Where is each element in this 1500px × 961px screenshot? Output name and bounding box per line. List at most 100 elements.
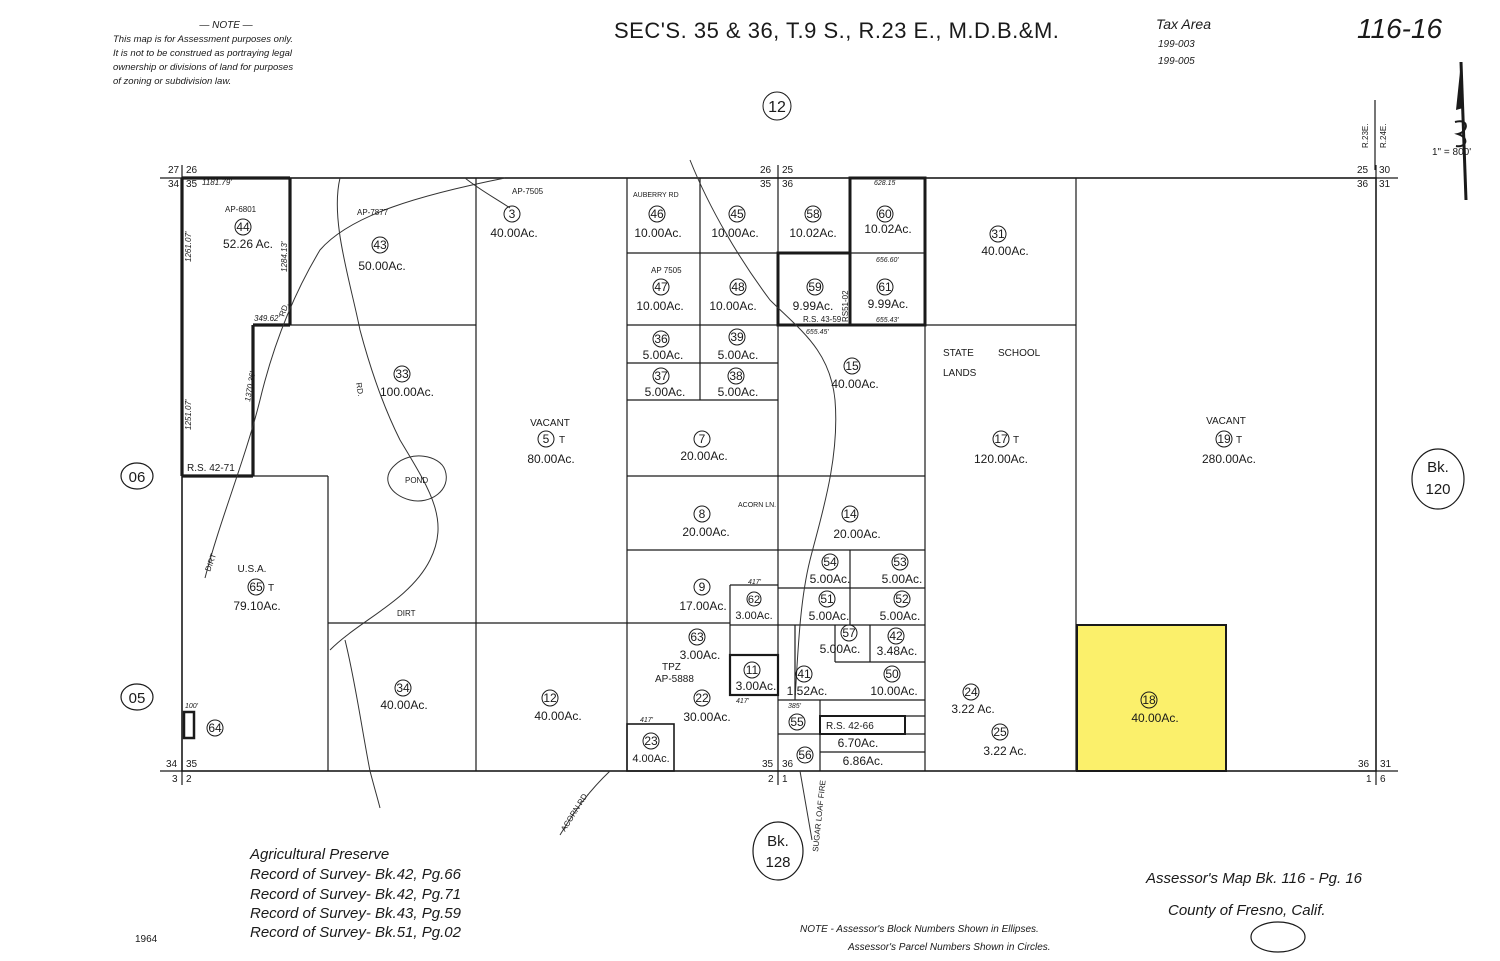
- parcel-label: U.S.A.: [238, 564, 267, 575]
- parcel-number: 34: [396, 681, 410, 695]
- parcel-51[interactable]: 515.00Ac.: [809, 590, 850, 623]
- parcel-number: 55: [790, 715, 804, 729]
- parcel-number: 18: [1142, 693, 1156, 707]
- acorn-road-label: ACORN RD.: [559, 790, 590, 833]
- parcel-suffix: T: [559, 435, 565, 446]
- parcel-52[interactable]: 525.00Ac.: [880, 590, 921, 623]
- parcel-39[interactable]: 395.00Ac.: [718, 328, 759, 362]
- parcel-number: 15: [845, 359, 859, 373]
- corner-number: 6: [1380, 774, 1386, 785]
- dirt-road-label: DIRT: [203, 552, 218, 573]
- dimension-label: 655.45': [806, 329, 829, 336]
- parcel-acreage: 6.86Ac.: [843, 754, 884, 768]
- parcel-suffix: T: [1013, 435, 1019, 446]
- parcel-23[interactable]: 234.00Ac.: [632, 732, 670, 765]
- note-heading: — NOTE —: [198, 20, 253, 31]
- parcel-24[interactable]: 243.22 Ac.: [951, 683, 995, 716]
- parcel-acreage: 40.00Ac.: [534, 709, 581, 723]
- parcel-55[interactable]: 55: [788, 713, 806, 731]
- block-ref-left-upper: 06: [129, 469, 146, 486]
- parcel-57[interactable]: 575.00Ac.: [820, 624, 861, 656]
- block-ref-top: 12: [768, 99, 786, 116]
- corner-number: 36: [1357, 179, 1369, 190]
- auberry-road-label: AUBERRY RD: [633, 192, 679, 199]
- parcel-64[interactable]: 64: [206, 719, 224, 737]
- tpz-ap-label: AP-5888: [655, 674, 694, 685]
- parcel-number: 25: [993, 725, 1007, 739]
- parcel-number: 12: [543, 691, 557, 705]
- corner-number: 1: [782, 774, 788, 785]
- parcel-25[interactable]: 253.22 Ac.: [983, 723, 1027, 758]
- roads: [204, 159, 837, 841]
- parcel-acreage: 9.99Ac.: [793, 299, 834, 313]
- corner-number: 34: [168, 179, 180, 190]
- dimension-label: 1284.13': [280, 241, 289, 272]
- survey-mark: R.S. 42-71: [187, 463, 235, 474]
- parcel-42[interactable]: 423.48Ac.: [877, 627, 918, 658]
- tax-area: Tax Area 199-003 199-005: [1156, 16, 1211, 67]
- dimension-label: 385': [788, 703, 802, 710]
- parcel-label: VACANT: [1206, 416, 1246, 427]
- parcel-number: 24: [964, 685, 978, 699]
- dimension-label: 417': [640, 717, 654, 724]
- parcel-acreage: 3.48Ac.: [877, 644, 918, 658]
- parcel-11[interactable]: 113.00Ac.: [736, 661, 777, 693]
- parcel-acreage: 5.00Ac.: [820, 642, 861, 656]
- parcel-53[interactable]: 535.00Ac.: [882, 553, 923, 586]
- parcel-number: 43: [373, 238, 387, 252]
- corner-number: 26: [760, 165, 772, 176]
- legend-item: Record of Survey- Bk.43, Pg.59: [250, 905, 462, 922]
- parcel-unnumbered[interactable]: 6.70Ac.: [838, 736, 879, 750]
- parcel-number: 62: [748, 594, 760, 606]
- dimension-label: 1181.79': [202, 178, 232, 187]
- block-ref-right-number: 120: [1425, 481, 1450, 498]
- highlighted-parcel-18[interactable]: [1076, 624, 1227, 772]
- parcel-acreage: 17.00Ac.: [679, 599, 726, 613]
- parcel-number: 36: [654, 332, 668, 346]
- parcel-54[interactable]: 545.00Ac.: [810, 553, 851, 586]
- north-arrow-icon: [1454, 61, 1468, 201]
- parcel-37[interactable]: 375.00Ac.: [645, 367, 686, 399]
- parcel-number: 19: [1217, 432, 1231, 446]
- parcel-acreage: 5.00Ac.: [718, 348, 759, 362]
- parcel-62[interactable]: 623.00Ac.: [735, 591, 773, 622]
- note-line-4: of zoning or subdivision law.: [113, 76, 231, 87]
- parcel-number: 58: [806, 207, 820, 221]
- parcel-12[interactable]: 12 40.00Ac.: [534, 689, 582, 723]
- parcel-36[interactable]: 365.00Ac.: [643, 330, 684, 362]
- parcel-38[interactable]: 385.00Ac.: [718, 367, 759, 399]
- parcel-number: 42: [889, 629, 903, 643]
- corner-number: 2: [186, 774, 192, 785]
- parcel-59[interactable]: 599.99Ac.: [793, 278, 834, 313]
- parcel-61[interactable]: 619.99Ac.: [868, 278, 909, 311]
- parcel-63[interactable]: 633.00Ac.: [680, 628, 721, 662]
- parcel-7[interactable]: 720.00Ac.: [680, 430, 728, 463]
- parcel-9[interactable]: 917.00Ac.: [679, 578, 727, 613]
- parcel-number: 37: [654, 369, 668, 383]
- range-label-24e: R.24E.: [1379, 124, 1388, 148]
- parcel-41[interactable]: 411.52Ac.: [787, 665, 828, 698]
- parcel-8[interactable]: 820.00Ac.: [682, 505, 730, 539]
